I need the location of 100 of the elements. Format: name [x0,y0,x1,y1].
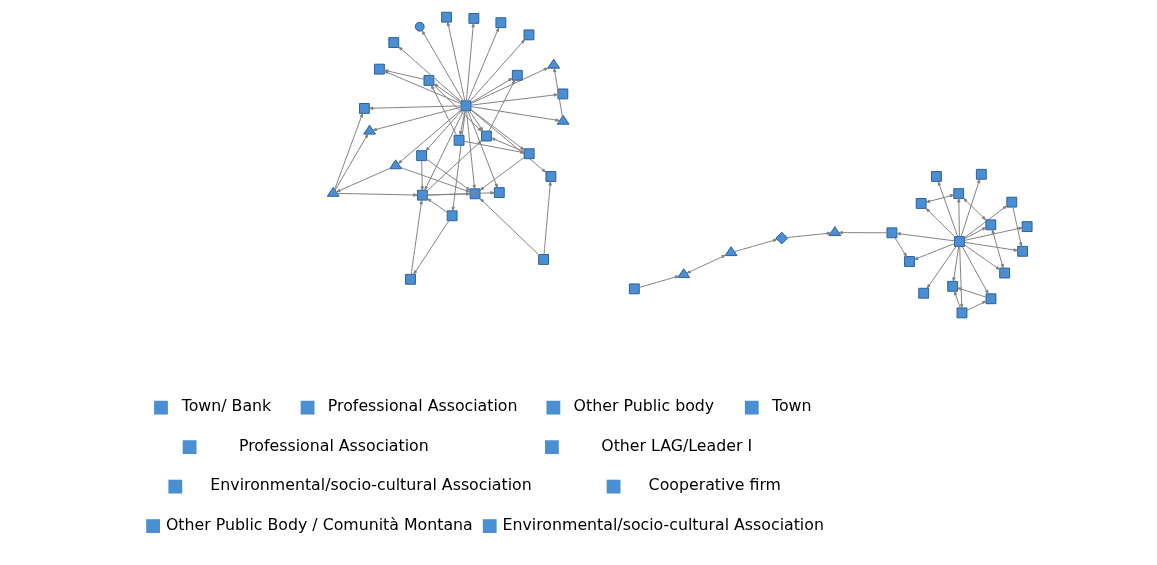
node-box [544,171,556,182]
arrow [960,178,980,237]
arrow [463,140,525,154]
arrow [426,198,447,213]
legend-label: Town/ Bank [181,396,271,416]
arrow [963,241,1018,252]
arrow [399,167,470,193]
node-box [1016,245,1028,257]
arrow [552,67,563,117]
arrow [458,110,465,136]
node-box [985,293,996,305]
node-box [469,188,481,200]
arrow [426,140,482,192]
node-box [930,171,942,182]
node-box [956,307,967,319]
node-box [523,29,534,41]
arrow [467,27,499,102]
arrow [896,232,955,242]
arrow [433,85,482,132]
legend-label: Other Public Body / Comunità Montana [165,514,473,534]
arrow [937,181,958,237]
arrow [961,246,989,295]
arrow [469,39,525,102]
node-box [628,283,640,295]
arrow [963,244,1000,270]
arrow [334,133,368,191]
node-box [917,287,929,299]
node-box [467,13,479,24]
node-box [511,69,523,81]
arrow [685,254,726,274]
legend-label: Professional Association [327,396,518,416]
legend-label: Cooperative firm [648,475,781,495]
node-box [416,189,428,201]
arrow [469,109,525,151]
arrow [412,220,449,275]
arrow [925,208,955,237]
node-box [537,254,549,265]
arrow [430,85,457,136]
arrow [894,237,907,258]
arrow [465,23,475,102]
node-box [952,188,964,200]
arrow [333,113,363,190]
node-box [404,273,416,285]
arrow [335,167,390,193]
node-box [953,236,965,247]
arrow [425,158,470,191]
node-box [373,63,385,75]
arrow [372,106,461,131]
node-box [480,130,492,142]
arrow [638,275,679,288]
arrow [397,46,461,102]
arrow [926,246,956,289]
arrow [953,290,961,309]
node-box [493,187,505,199]
legend-label: Other Public body [573,396,714,416]
arrow [925,194,954,203]
arrow [786,231,831,239]
node-box [494,17,506,29]
arrow [1011,206,1022,247]
arrow [451,110,466,212]
arrow [425,110,462,152]
node-box [387,37,399,48]
node-triangle [546,58,560,69]
arrow [469,106,560,122]
arrow [468,110,483,132]
node-box [523,148,535,160]
arrow [397,109,461,164]
node-box [460,100,471,112]
legend-label: Environmental/socio-cultural Association [502,514,824,534]
arrow [958,246,963,309]
arrow [479,156,525,191]
node-box [998,267,1010,279]
arrow [963,205,1007,239]
arrow [733,238,777,253]
arrow [488,79,515,132]
arrow [543,181,552,255]
node-box [975,168,987,180]
arrow [336,192,418,197]
arrow [913,243,955,260]
arrow [966,300,986,311]
node-box [903,256,915,267]
arrow [962,198,986,221]
arrow [956,287,986,298]
arrow [465,110,476,190]
legend-label: Other LAG/Leader I [600,435,752,455]
node-box [440,11,452,23]
node-box [1021,221,1033,233]
arrow [433,83,461,103]
node-triangle [724,246,737,257]
node-box [915,198,927,209]
arrow [469,93,558,106]
arrow [838,230,887,235]
arrow [420,160,424,191]
node-box [946,280,958,292]
arrow [410,200,423,275]
arrow [956,198,961,237]
arrow [479,198,539,255]
arrow [368,105,461,110]
arrow [963,226,1022,241]
legend-label: Town [771,396,812,416]
